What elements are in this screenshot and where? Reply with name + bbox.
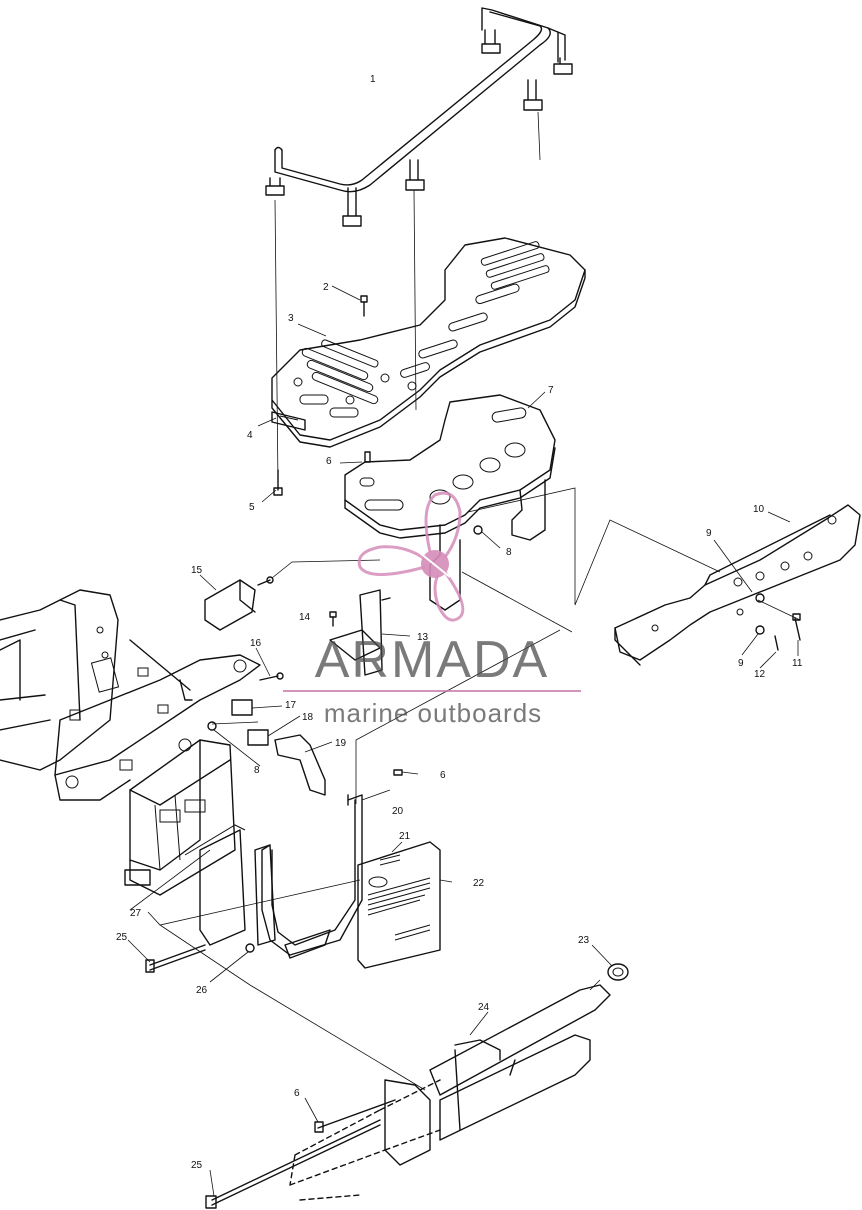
taillight-15	[204, 576, 274, 631]
nut-8	[473, 525, 483, 535]
panel-22	[357, 841, 441, 969]
callout-12: 12	[754, 669, 766, 680]
callout-20: 20	[392, 806, 404, 817]
callout-24: 24	[478, 1002, 490, 1013]
watermark-tagline: marine outboards	[323, 698, 543, 728]
callout-9: 9	[706, 528, 712, 539]
battery-box	[124, 738, 236, 896]
mud-flap-27	[184, 824, 246, 946]
callout-22: 22	[473, 878, 485, 889]
screw-2	[360, 295, 368, 317]
callout-3: 3	[288, 313, 294, 324]
hardware-16-17-18	[207, 672, 284, 746]
callout-17: 17	[285, 700, 297, 711]
vehicle-frame	[0, 589, 261, 801]
front-bumper-24	[289, 984, 611, 1201]
rack-support-plate	[344, 394, 556, 611]
callout-25-lower: 25	[191, 1160, 203, 1171]
callout-18: 18	[302, 712, 314, 723]
bolt-5	[273, 469, 283, 496]
watermark-divider	[283, 690, 581, 692]
callout-21: 21	[399, 831, 411, 842]
callout-13: 13	[417, 632, 429, 643]
hanger-20	[254, 794, 363, 959]
callout-26: 26	[196, 985, 208, 996]
watermark-brand: ARMADA	[314, 631, 550, 689]
hardware-9-11-12	[755, 593, 801, 651]
callout-19: 19	[335, 738, 347, 749]
clip-4	[271, 411, 306, 431]
callout-6-lower: 6	[294, 1088, 300, 1099]
callout-23: 23	[578, 935, 590, 946]
callout-8-lower: 8	[254, 765, 260, 776]
callout-25-upper: 25	[116, 932, 128, 943]
callout-11: 11	[792, 658, 803, 669]
callout-14: 14	[299, 612, 311, 623]
callout-9-lower: 9	[738, 658, 744, 669]
nut-26	[245, 943, 255, 953]
bracket-13	[329, 589, 391, 676]
bolt-6-lower	[314, 1099, 396, 1133]
callout-7: 7	[548, 385, 554, 396]
callout-8: 8	[506, 547, 512, 558]
callout-15: 15	[191, 565, 203, 576]
callout-27: 27	[130, 908, 142, 919]
bolt-25-upper	[145, 944, 206, 973]
screw-14	[329, 611, 337, 627]
callout-5: 5	[249, 502, 255, 513]
rack-tube	[265, 7, 573, 227]
cap-23	[607, 963, 629, 981]
callout-2: 2	[323, 282, 329, 293]
callout-4: 4	[247, 430, 253, 441]
strap-19	[274, 734, 326, 796]
rack-platform	[271, 237, 586, 448]
callout-6-mid: 6	[440, 770, 446, 781]
rear-bumper	[614, 504, 861, 666]
callout-1: 1	[370, 74, 376, 85]
callout-10: 10	[753, 504, 765, 515]
callout-16: 16	[250, 638, 262, 649]
callout-6: 6	[326, 456, 332, 467]
bolt-25-lower	[205, 1119, 381, 1209]
